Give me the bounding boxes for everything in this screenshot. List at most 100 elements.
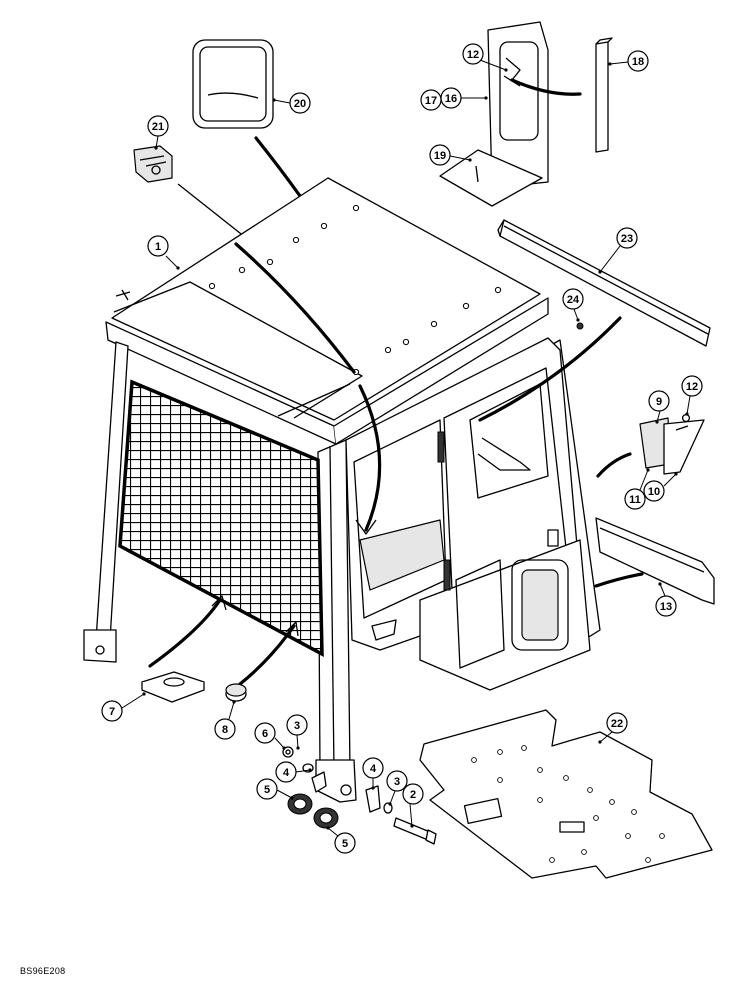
leader-arrowhead [685,412,689,416]
callout-circle [147,235,169,257]
callout-label: 21 [152,121,164,133]
callout-label: 3 [394,776,400,788]
callout-circle [648,390,670,412]
callout-circle [643,480,665,502]
part-9-10-11-brackets [639,413,705,475]
callout-circle [624,488,646,510]
leader-arrowhead [484,96,488,100]
callout-label: 19 [434,150,446,162]
callout-12: 12 [462,43,508,72]
callout-label: 11 [629,494,641,506]
part-1-cab-roof [105,177,549,445]
leader-arrowhead [296,746,300,750]
callout-circle [606,712,628,734]
callout-label: 4 [370,763,377,775]
callout-label: 4 [283,767,290,779]
callout-label: 6 [262,728,268,740]
callout-label: 3 [294,720,300,732]
leader-line [599,731,613,743]
callout-label: 20 [294,98,306,110]
leader-arrowhead [371,786,375,790]
callout-10: 10 [643,472,678,502]
leader-arrowhead [674,472,678,476]
callout-circle [214,718,236,740]
leader-line [327,827,339,837]
leader-arrowhead [598,740,602,744]
callout-22: 22 [598,712,628,744]
callout-5: 5 [256,778,294,800]
callout-21: 21 [147,115,169,150]
leader-arrowhead [272,98,276,102]
leader-line [274,737,285,749]
callout-circle [462,43,484,65]
leader-arrowhead [655,420,659,424]
leader-line [155,135,159,149]
callout-circle [254,722,276,744]
assembly-arrows [148,242,644,686]
callout-label: 10 [648,486,660,498]
callout-circle [386,770,408,792]
leader-line [573,308,579,321]
callout-6: 6 [254,722,286,750]
callout-circle [275,761,297,783]
callout-label: 18 [632,56,644,68]
callout-3: 3 [286,714,308,750]
callout-8: 8 [214,700,236,740]
leader-arrowhead [308,768,312,772]
callout-circle [420,89,442,111]
callout-circle [562,288,584,310]
callout-circle [681,375,703,397]
part-7-pad [141,671,205,703]
callout-label: 12 [467,49,479,61]
leader-arrowhead [646,468,650,472]
leader-arrowhead [176,266,180,270]
leader-line [228,701,235,720]
leader-line [389,790,396,805]
callout-18: 18 [608,50,649,72]
leader-line [449,155,471,161]
leader-line [663,473,677,487]
callout-13: 13 [655,582,677,617]
leader-arrowhead [410,824,414,828]
callout-circle [147,115,169,137]
callout-label: 9 [656,396,662,408]
part-20-window-glass [192,39,302,198]
part-18-strip [595,37,613,153]
leader-arrowhead [326,826,330,830]
callout-label: 23 [621,233,633,245]
callout-circle [429,144,451,166]
leader-line [273,99,291,104]
callout-label: 5 [342,838,348,850]
leader-line [609,61,629,65]
leader-arrowhead [232,700,236,704]
leader-arrowhead [608,62,612,66]
leader-line [295,769,311,773]
callout-label: 16 [445,93,457,105]
leader-line [165,255,179,269]
callout-circle [289,92,311,114]
leader-line [276,789,293,799]
part-21-clip [133,145,256,246]
callout-2: 2 [402,783,424,828]
callout-label: 12 [686,381,698,393]
callout-circle [334,832,356,854]
callout-label: 7 [109,706,115,718]
callout-label: 17 [425,95,437,107]
callout-19: 19 [429,144,472,166]
callout-1: 1 [147,235,180,270]
leader-line [409,803,413,827]
leader-arrowhead [290,796,294,800]
leader-arrowhead [142,692,146,696]
callout-label: 24 [567,294,580,306]
leader-line [121,693,145,709]
reference-code: BS96E208 [20,966,66,976]
leader-arrowhead [154,146,158,150]
callout-7: 7 [101,692,146,722]
leader-arrowhead [576,318,580,322]
callout-label: 2 [410,789,416,801]
callout-circle [101,700,123,722]
leader-arrowhead [282,746,286,750]
callout-circle [256,778,278,800]
